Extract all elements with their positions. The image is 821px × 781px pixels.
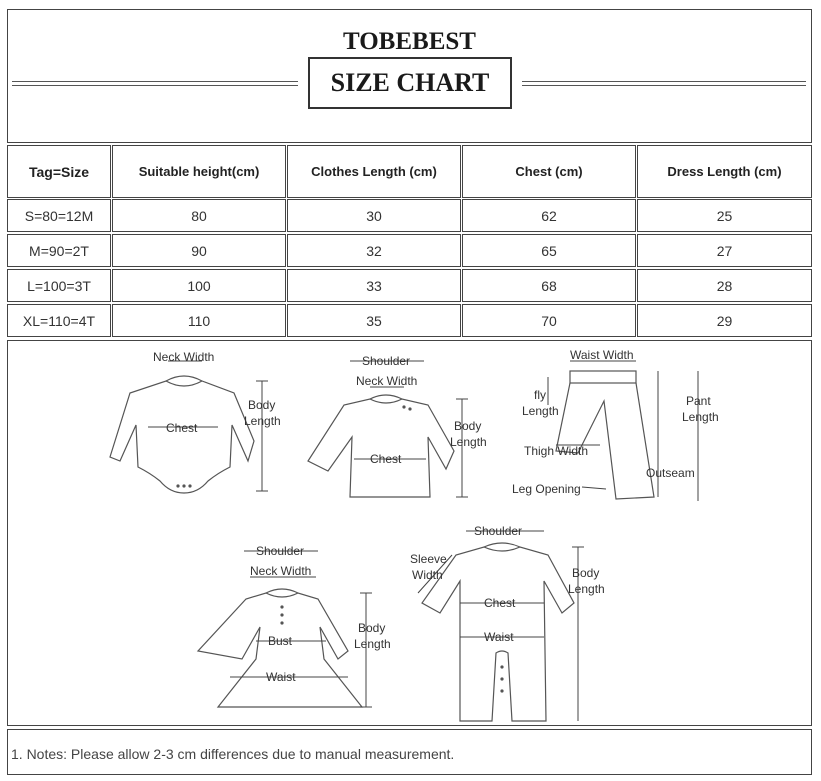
dress-shoulder-label: Shoulder bbox=[256, 544, 304, 558]
table-cell: 110 bbox=[112, 304, 286, 337]
table-cell: 100 bbox=[112, 269, 286, 302]
pants-waist-width-label: Waist Width bbox=[570, 348, 634, 362]
jumpsuit-chest-label: Chest bbox=[484, 596, 516, 610]
table-header-cell: Dress Length (cm) bbox=[637, 145, 812, 198]
top-chest-label: Chest bbox=[370, 452, 402, 466]
pants-fly-label: fly bbox=[534, 388, 546, 402]
table-cell: 33 bbox=[287, 269, 461, 302]
pants-illustration bbox=[547, 360, 699, 501]
pants-thigh-width-label: Thigh Width bbox=[524, 444, 588, 458]
pants-pant-label: Pant bbox=[686, 394, 711, 408]
table-cell: 70 bbox=[462, 304, 636, 337]
top-body-label: Body bbox=[454, 419, 481, 433]
table-cell: 68 bbox=[462, 269, 636, 302]
table-cell: 29 bbox=[637, 304, 812, 337]
romper-body-label: Body bbox=[248, 398, 275, 412]
double-rule-left bbox=[12, 81, 298, 86]
dress-length-label: Length bbox=[354, 637, 391, 651]
notes-panel: 1. Notes: Please allow 2-3 cm difference… bbox=[7, 729, 812, 775]
dress-neck-width-label: Neck Width bbox=[250, 564, 311, 578]
table-cell: 30 bbox=[287, 199, 461, 232]
table-cell: 32 bbox=[287, 234, 461, 267]
brand-name: TOBEBEST bbox=[343, 28, 476, 55]
table-header-cell: Chest (cm) bbox=[462, 145, 636, 198]
romper-neck-width-label: Neck Width bbox=[153, 350, 214, 364]
measurement-diagrams: Neck Width Chest Body Length Shoulder Ne… bbox=[109, 348, 719, 722]
top-neck-width-label: Neck Width bbox=[356, 374, 417, 388]
jumpsuit-body-label: Body bbox=[572, 566, 599, 580]
measurement-diagrams-panel: Neck Width Chest Body Length Shoulder Ne… bbox=[7, 340, 812, 726]
table-cell: 27 bbox=[637, 234, 812, 267]
table-cell: M=90=2T bbox=[7, 234, 111, 267]
top-illustration bbox=[307, 360, 468, 498]
romper-chest-label: Chest bbox=[166, 421, 198, 435]
table-header-cell: Clothes Length (cm) bbox=[287, 145, 461, 198]
table-cell: 90 bbox=[112, 234, 286, 267]
pants-pant-length-label: Length bbox=[682, 410, 719, 424]
dress-illustration bbox=[196, 550, 372, 708]
romper-illustration bbox=[109, 360, 268, 494]
pants-outseam-label: Outseam bbox=[646, 466, 695, 480]
jumpsuit-length-label: Length bbox=[568, 582, 605, 596]
pants-fly-length-label: Length bbox=[522, 404, 559, 418]
table-cell: 35 bbox=[287, 304, 461, 337]
table-cell: 25 bbox=[637, 199, 812, 232]
jumpsuit-sleeve-label: Sleeve bbox=[410, 552, 447, 566]
header-panel: TOBEBEST SIZE CHART bbox=[7, 9, 812, 143]
table-cell: 28 bbox=[637, 269, 812, 302]
jumpsuit-sleeve-width-label: Width bbox=[412, 568, 443, 582]
measurement-note: 1. Notes: Please allow 2-3 cm difference… bbox=[11, 746, 455, 762]
double-rule-right bbox=[522, 81, 806, 86]
jumpsuit-waist-label: Waist bbox=[484, 630, 514, 644]
dress-body-label: Body bbox=[358, 621, 385, 635]
pants-leg-opening-label: Leg Opening bbox=[512, 482, 581, 496]
jumpsuit-shoulder-label: Shoulder bbox=[474, 524, 522, 538]
top-length-label: Length bbox=[450, 435, 487, 449]
romper-length-label: Length bbox=[244, 414, 281, 428]
dress-waist-label: Waist bbox=[266, 670, 296, 684]
top-shoulder-label: Shoulder bbox=[362, 354, 410, 368]
size-chart-title: SIZE CHART bbox=[308, 57, 512, 109]
table-header-cell: Tag=Size bbox=[7, 145, 111, 198]
table-cell: 62 bbox=[462, 199, 636, 232]
table-cell: S=80=12M bbox=[7, 199, 111, 232]
table-cell: XL=110=4T bbox=[7, 304, 111, 337]
table-cell: 80 bbox=[112, 199, 286, 232]
table-cell: 65 bbox=[462, 234, 636, 267]
table-header-cell: Suitable height(cm) bbox=[112, 145, 286, 198]
dress-bust-label: Bust bbox=[268, 634, 293, 648]
jumpsuit-illustration bbox=[417, 530, 584, 722]
table-cell: L=100=3T bbox=[7, 269, 111, 302]
